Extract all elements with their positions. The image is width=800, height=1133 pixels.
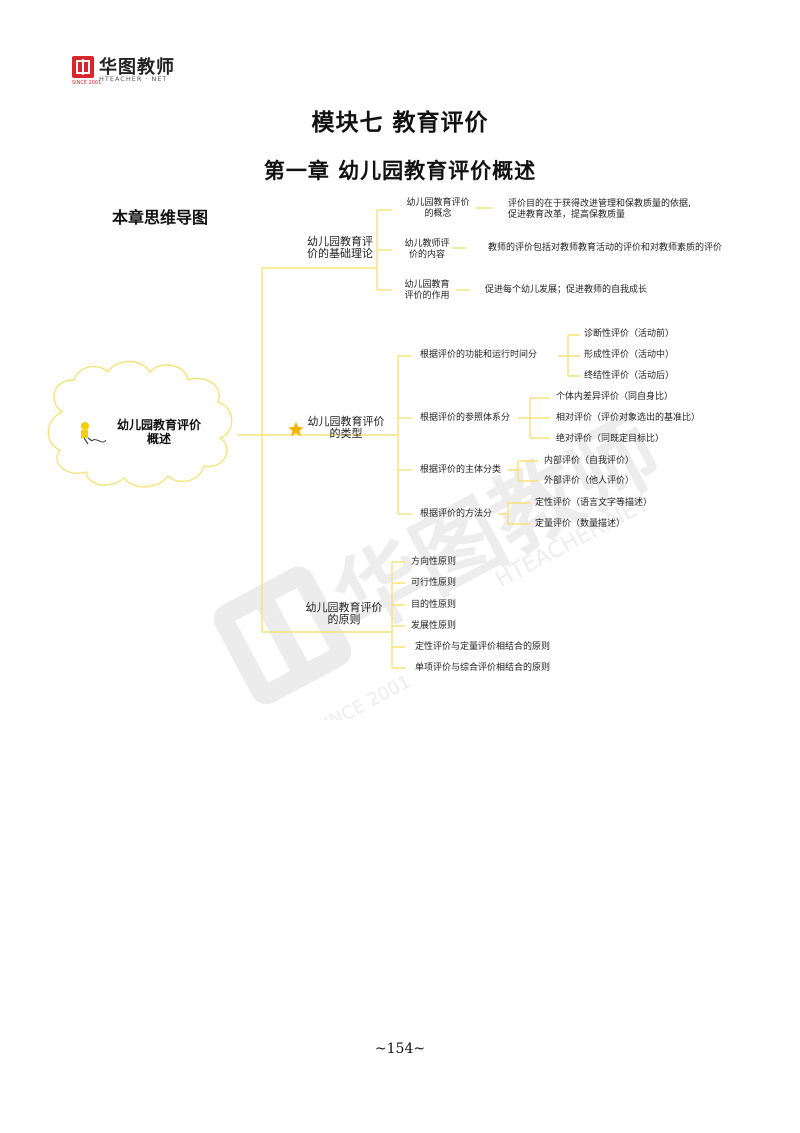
b1-detail-teacher-content: 教师的评价包括对教师教育活动的评价和对教师素质的评价 — [488, 243, 723, 253]
b1-detail-function: 促进每个幼儿发展；促进教师的自我成长 — [485, 285, 648, 295]
b3-principle-direction: 方向性原则 — [411, 557, 457, 567]
brand-sub: HTEACHER · NET — [99, 75, 168, 83]
b2-method-qualitative: 定性评价（语言文字等描述） — [535, 498, 653, 508]
b2-subject-internal: 内部评价（自我评价） — [544, 456, 635, 466]
brand-since: SINCE 2001 — [72, 80, 102, 86]
b2-ref-relative: 相对评价（评价对象选出的基准比） — [556, 413, 701, 423]
b2-time-diagnostic: 诊断性评价（活动前） — [584, 329, 675, 339]
star-icon — [288, 422, 304, 436]
b3-principle-single-comprehensive: 单项评价与综合评价相结合的原则 — [415, 663, 551, 673]
b2-time-summative: 终结性评价（活动后） — [584, 371, 675, 381]
logo-mark-icon — [72, 56, 94, 78]
section-title: 本章思维导图 — [112, 208, 209, 227]
brand-logo: 华图教师 HTEACHER · NET SINCE 2001 — [72, 54, 202, 88]
b1-node-concept: 幼儿园教育评价 的概念 — [406, 198, 470, 219]
b3-principle-purpose: 目的性原则 — [411, 600, 457, 610]
b2-group-subject: 根据评价的主体分类 — [420, 465, 502, 475]
mindmap-root: 幼儿园教育评价 概述 — [116, 418, 201, 446]
brand-name: 华图教师 — [99, 57, 175, 78]
branch-principles: 幼儿园教育评价 的原则 — [305, 601, 383, 626]
b2-subject-external: 外部评价（他人评价） — [544, 476, 635, 486]
b2-group-time: 根据评价的功能和运行时间分 — [420, 350, 538, 360]
b1-node-function: 幼儿园教育 评价的作用 — [404, 280, 450, 301]
b1-detail-concept: 评价目的在于获得改进管理和保教质量的依据, 促进教育改革，提高保教质量 — [508, 199, 691, 220]
page-number: ~154~ — [374, 1041, 426, 1057]
b1-node-teacher-content: 幼儿教师评 价的内容 — [404, 239, 450, 260]
branch-types: 幼儿园教育评价 的类型 — [307, 415, 385, 440]
root-cloud-shape — [47, 360, 233, 488]
b2-group-method: 根据评价的方法分 — [420, 509, 493, 519]
b3-principle-feasibility: 可行性原则 — [411, 578, 457, 588]
b3-principle-development: 发展性原则 — [411, 621, 457, 631]
b2-ref-individual: 个体内差异评价（同自身比） — [556, 392, 674, 402]
child-figure-icon — [81, 422, 107, 445]
b2-method-quantitative: 定量评价（数量描述） — [535, 519, 626, 529]
module-title: 模块七 教育评价 — [311, 109, 489, 136]
b3-principle-qual-quant: 定性评价与定量评价相结合的原则 — [415, 642, 551, 652]
chapter-title: 第一章 幼儿园教育评价概述 — [263, 158, 537, 183]
watermark: 华图教师 HTEACHER.NET SINCE 2001 — [213, 398, 677, 720]
branch-basic-theory: 幼儿园教育评 价的基础理论 — [307, 235, 373, 260]
b2-time-formative: 形成性评价（活动中） — [584, 350, 675, 360]
b2-group-reference: 根据评价的参照体系分 — [420, 413, 511, 423]
b2-ref-absolute: 绝对评价（同既定目标比） — [556, 434, 665, 444]
